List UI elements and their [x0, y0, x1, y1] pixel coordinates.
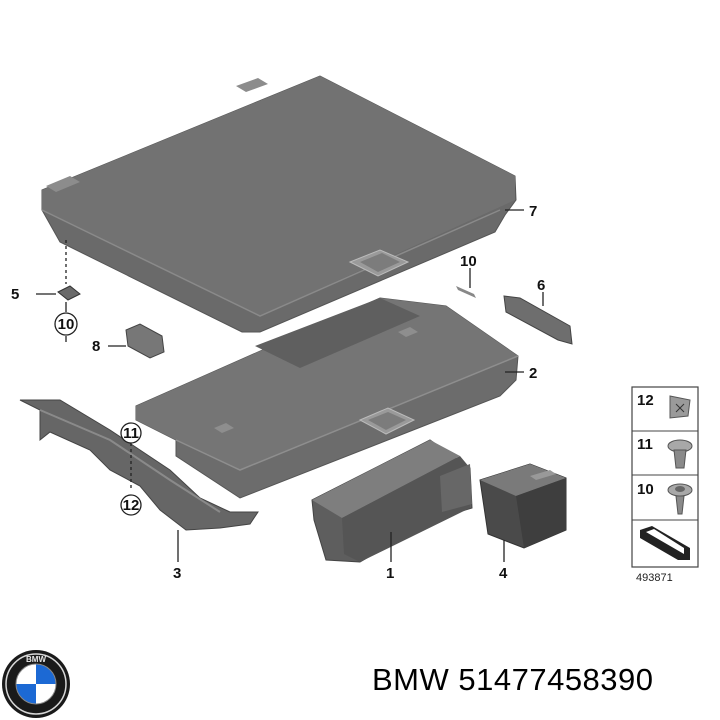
callout-3: 3	[173, 565, 181, 582]
brand-part-number: BMW 51477458390	[372, 662, 654, 697]
part-5-clip	[57, 285, 81, 301]
svg-text:10: 10	[58, 316, 75, 333]
part-4-storage-box	[479, 463, 567, 549]
circled-callout-12: 12	[120, 494, 142, 516]
diagram-number: 493871	[636, 572, 673, 584]
svg-text:12: 12	[123, 497, 140, 514]
fastener-legend: 12 11 10	[631, 386, 699, 568]
circled-callout-11: 11	[120, 422, 142, 444]
part-1-storage-box	[311, 439, 473, 563]
orientation-arrow-icon	[640, 526, 690, 560]
part-8-clip	[125, 323, 165, 359]
callout-4: 4	[499, 565, 508, 582]
bmw-roundel-logo: BMW	[2, 650, 70, 718]
expanding-rivet-icon	[667, 439, 693, 469]
part-10-fastener	[456, 286, 476, 298]
screw-icon	[667, 483, 693, 515]
circled-callout-10: 10	[54, 312, 78, 336]
callout-8: 8	[92, 338, 100, 355]
legend-number-12: 12	[637, 392, 654, 409]
part-2-floor-panel	[135, 297, 519, 499]
leader-lines	[36, 209, 544, 562]
callout-5: 5	[11, 286, 19, 303]
callout-1: 1	[386, 565, 394, 582]
callout-7: 7	[529, 203, 537, 220]
callout-10: 10	[460, 253, 477, 270]
clip-nut-icon	[669, 395, 691, 419]
callout-6: 6	[537, 277, 545, 294]
part-7-floor-panel	[41, 75, 517, 333]
legend-number-10: 10	[637, 481, 654, 498]
part-6-bracket	[503, 295, 573, 345]
part-3-bracket-rail	[19, 399, 259, 531]
legend-number-11: 11	[637, 436, 653, 453]
callout-2: 2	[529, 365, 537, 382]
svg-text:11: 11	[123, 425, 139, 442]
svg-text:BMW: BMW	[26, 655, 46, 664]
